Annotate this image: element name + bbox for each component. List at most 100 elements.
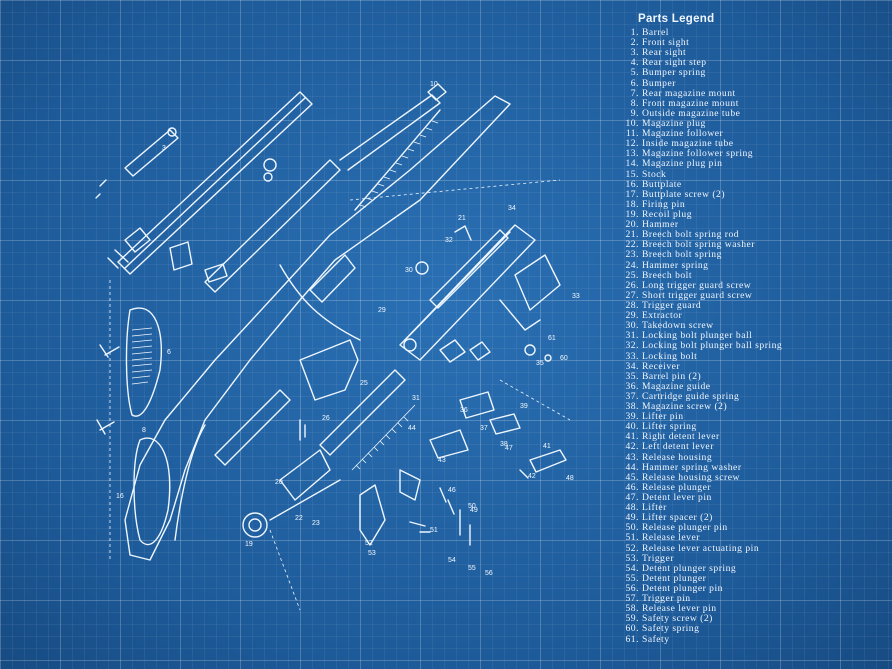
legend-item: 23.Breech bolt spring bbox=[625, 250, 885, 260]
legend-item-number: 2. bbox=[630, 37, 639, 49]
callout: 39 bbox=[520, 403, 528, 410]
legend-item: 54.Detent plunger spring bbox=[625, 562, 885, 574]
exploded-view-diagram: 10 3 34 32 30 29 33 21 26 19 20 22 23 25… bbox=[95, 81, 580, 611]
legend-item-label: Long trigger guard screw bbox=[642, 279, 752, 291]
legend-item-label: Release plunger pin bbox=[642, 522, 728, 534]
legend-item-label: Buttplate bbox=[642, 178, 682, 190]
legend-item-label: Breech bolt bbox=[642, 269, 692, 281]
buttplate bbox=[125, 307, 171, 546]
legend-item: 46.Release plunger bbox=[625, 481, 885, 493]
legend-item-number: 3. bbox=[630, 47, 639, 59]
legend-item: 25.Breech bolt bbox=[625, 269, 885, 281]
magazine-follower-spring bbox=[354, 83, 447, 211]
legend-item-label: Breech bolt spring rod bbox=[642, 229, 740, 241]
callout: 36 bbox=[460, 407, 468, 414]
legend-item: 5.Bumper spring bbox=[625, 68, 885, 78]
legend-item: 31.Locking bolt plunger ball bbox=[625, 331, 885, 341]
legend-item: 41.Right detent lever bbox=[625, 432, 885, 442]
legend-item-label: Lifter spring bbox=[642, 421, 697, 433]
legend-item-label: Magazine guide bbox=[642, 380, 711, 392]
legend-item-label: Rear sight step bbox=[642, 57, 707, 69]
legend-item-number: 60. bbox=[625, 623, 639, 635]
callout: 53 bbox=[368, 550, 376, 557]
legend-item: 30.Takedown screw bbox=[625, 321, 885, 331]
legend-item: 50.Release plunger pin bbox=[625, 523, 885, 533]
legend-item: 39.Lifter pin bbox=[625, 412, 885, 422]
legend-item: 14.Magazine plug pin bbox=[625, 159, 885, 169]
callout: 49 bbox=[470, 507, 478, 514]
legend-item-number: 34. bbox=[625, 360, 639, 372]
sights bbox=[95, 127, 228, 435]
legend-item-number: 31. bbox=[625, 330, 639, 342]
legend-item: 1.Barrel bbox=[625, 27, 885, 38]
legend-item-label: Front sight bbox=[642, 37, 690, 49]
barrel-assembly bbox=[107, 91, 441, 293]
legend-item-number: 30. bbox=[625, 320, 639, 332]
callout: 25 bbox=[360, 380, 368, 387]
legend-item-number: 28. bbox=[625, 299, 639, 311]
legend-item-label: Breech bolt spring bbox=[642, 249, 722, 261]
legend-item-label: Rear sight bbox=[642, 47, 687, 59]
legend-item-label: Locking bolt plunger ball spring bbox=[642, 340, 783, 352]
legend-item-number: 35. bbox=[625, 370, 639, 382]
callout: 55 bbox=[468, 565, 476, 572]
legend-item-label: Breech bolt spring washer bbox=[642, 239, 755, 251]
callout: 31 bbox=[412, 395, 420, 402]
legend-item-label: Trigger pin bbox=[642, 593, 691, 605]
legend-item-number: 1. bbox=[630, 27, 639, 38]
callout: 47 bbox=[505, 445, 513, 452]
legend-item: 13.Magazine follower spring bbox=[625, 149, 885, 159]
callout: 56 bbox=[485, 570, 493, 577]
legend-item-number: 11. bbox=[625, 128, 639, 140]
legend-item-label: Release lever pin bbox=[642, 603, 717, 615]
legend-item: 15.Stock bbox=[625, 168, 885, 180]
legend-item-number: 52. bbox=[625, 542, 639, 554]
legend-item: 28.Trigger guard bbox=[625, 299, 885, 311]
legend-item-label: Buttplate screw (2) bbox=[642, 188, 726, 200]
legend-item: 21.Breech bolt spring rod bbox=[625, 230, 885, 240]
legend-item: 38.Magazine screw (2) bbox=[625, 401, 885, 412]
legend-item: 9.Outside magazine tube bbox=[625, 107, 885, 119]
legend-item-number: 39. bbox=[625, 411, 639, 423]
legend-item-label: Lifter spacer (2) bbox=[642, 512, 713, 524]
callout: 51 bbox=[430, 527, 438, 534]
legend-item: 53.Trigger bbox=[625, 553, 885, 564]
trigger-group bbox=[242, 339, 567, 546]
legend-item-label: Cartridge guide spring bbox=[642, 390, 740, 402]
legend-item-number: 57. bbox=[625, 593, 639, 605]
legend-item: 33.Locking bolt bbox=[625, 350, 885, 362]
legend-item-label: Magazine plug pin bbox=[642, 158, 723, 170]
legend-item-number: 9. bbox=[630, 107, 639, 119]
legend-item: 12.Inside magazine tube bbox=[625, 139, 885, 149]
callout: 6 bbox=[167, 349, 171, 356]
callout: 38 bbox=[500, 441, 508, 448]
legend-item-label: Bumper bbox=[642, 77, 676, 89]
legend-item-label: Release plunger bbox=[642, 481, 712, 493]
callout: 37 bbox=[480, 425, 488, 432]
legend-item-number: 40. bbox=[625, 421, 639, 433]
legend-item-number: 13. bbox=[625, 148, 639, 160]
callout: 48 bbox=[566, 475, 574, 482]
legend-item: 32.Locking bolt plunger ball spring bbox=[625, 341, 885, 351]
legend-item-label: Inside magazine tube bbox=[642, 138, 734, 150]
legend-item-label: Barrel bbox=[642, 27, 669, 38]
legend-item: 27.Short trigger guard screw bbox=[625, 289, 885, 301]
legend-item-label: Takedown screw bbox=[642, 320, 714, 332]
legend-item-number: 27. bbox=[625, 289, 639, 301]
legend-item-number: 6. bbox=[630, 77, 639, 89]
legend-item-label: Hammer spring washer bbox=[642, 461, 742, 473]
callout: 44 bbox=[408, 425, 416, 432]
legend-item-label: Stock bbox=[642, 168, 667, 180]
callout: 35 bbox=[536, 360, 544, 367]
legend-item: 10.Magazine plug bbox=[625, 117, 885, 129]
callout: 46 bbox=[448, 487, 456, 494]
assembly-lines bbox=[109, 179, 571, 611]
legend-item-label: Magazine plug bbox=[642, 117, 706, 129]
legend-item-number: 54. bbox=[625, 562, 639, 574]
legend-item-number: 19. bbox=[625, 208, 639, 220]
legend-item: 45.Release housing screw bbox=[625, 472, 885, 483]
legend-item-label: Locking bolt bbox=[642, 350, 698, 362]
legend-item-number: 25. bbox=[625, 269, 639, 281]
legend-item: 29.Extractor bbox=[625, 310, 885, 321]
